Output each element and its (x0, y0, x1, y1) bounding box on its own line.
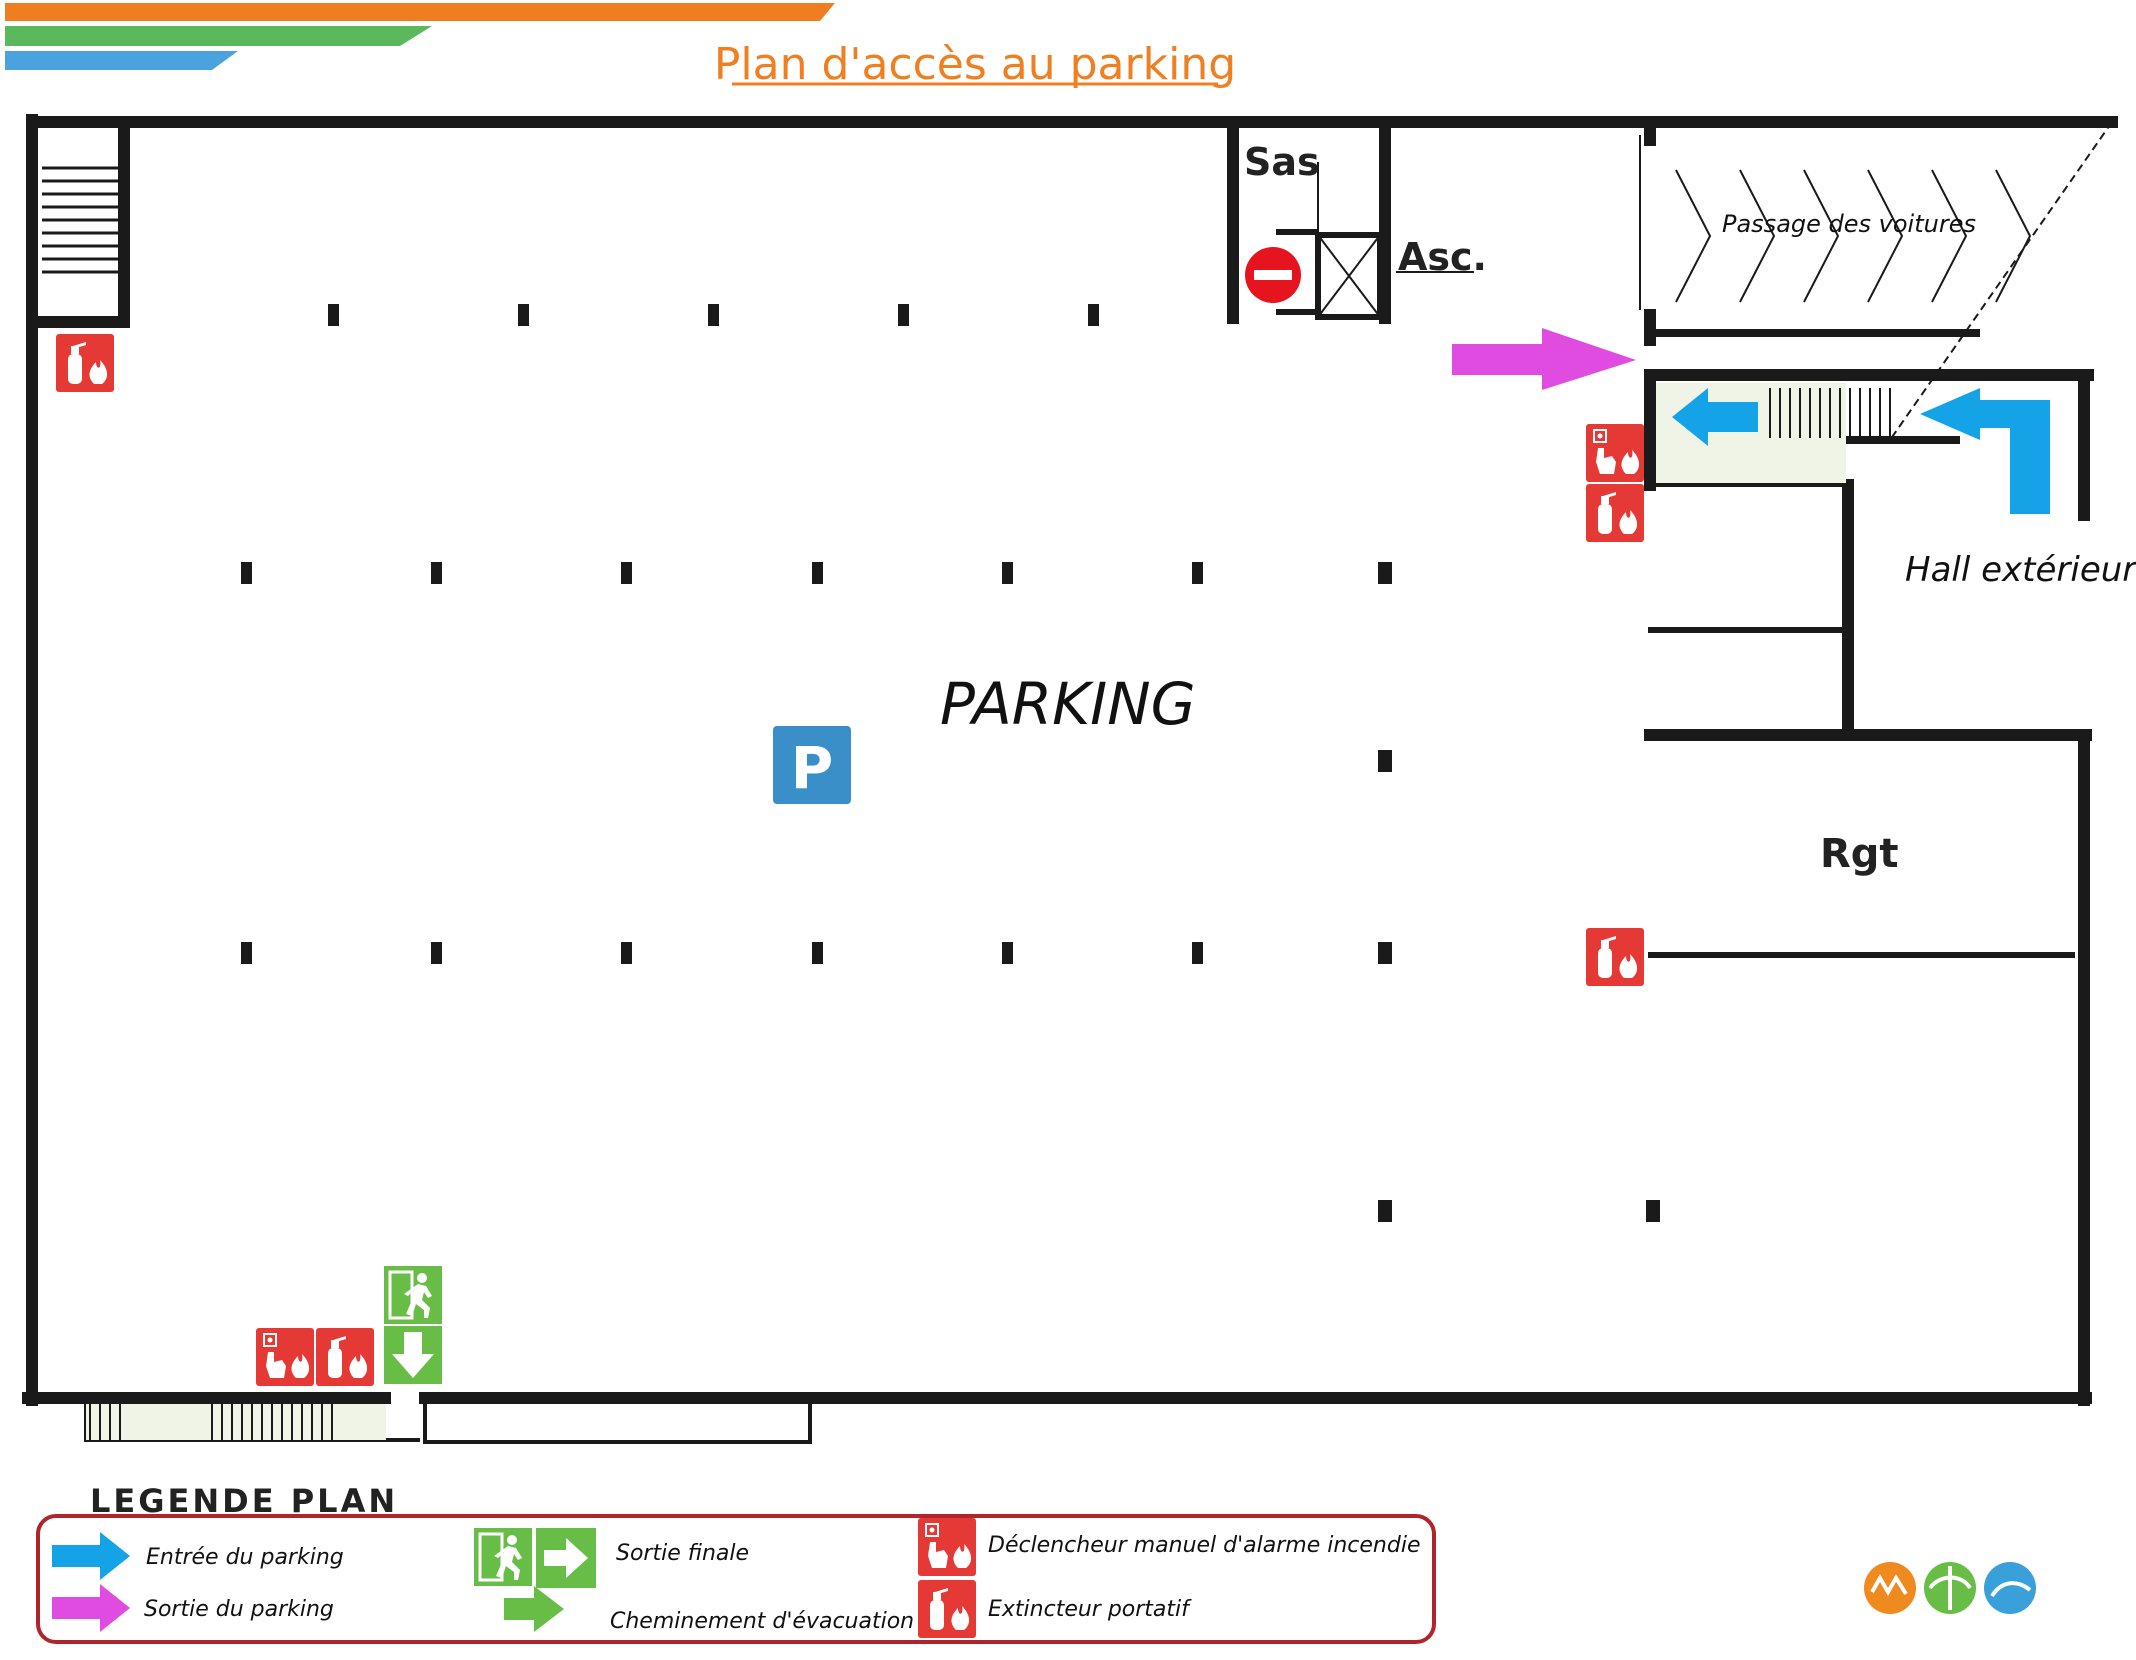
stripe-orange (5, 3, 835, 21)
hall-stairs (1656, 383, 1891, 483)
legend-entry-icon (52, 1532, 130, 1580)
stripe-green (5, 26, 432, 46)
legend-extincteur: Extincteur portatif (988, 1597, 1192, 1622)
parking-sign-icon: P (773, 726, 851, 804)
evacuation-arrow-right-icon (536, 1528, 596, 1588)
asc-label: Asc. (1398, 235, 1487, 279)
legend-declencheur: Déclencheur manuel d'alarme incendie (988, 1533, 1421, 1558)
manual-call-point-icon (255, 1327, 315, 1387)
fire-extinguisher-icon (1586, 928, 1644, 986)
fire-extinguisher-icon (1586, 484, 1644, 542)
fire-extinguisher-icon (316, 1328, 374, 1386)
club-logos-icon (1864, 1562, 2036, 1614)
fire-extinguisher-icon (918, 1580, 976, 1638)
annex-bottom (423, 1398, 812, 1444)
page-title: Plan d'accès au parking (714, 39, 1236, 90)
exit-arrow-plan (1452, 328, 1636, 390)
legend-cheminement: Cheminement d'évacuation (610, 1609, 914, 1634)
entry-arrow-plan-2 (1920, 388, 2050, 514)
legend-sortie: Sortie du parking (144, 1597, 334, 1622)
left-stairs (42, 166, 118, 274)
hall-label: Hall extérieur (1905, 550, 2136, 590)
elevator-cross-2 (1317, 234, 1381, 318)
no-entry-icon (1245, 247, 1301, 303)
entry-arrow-plan-1 (1672, 388, 1758, 446)
manual-call-point-icon (917, 1517, 977, 1577)
emergency-exit-icon (382, 1264, 444, 1326)
elevator-shaft (1315, 232, 1383, 320)
parking-label: PARKING (940, 670, 1196, 738)
legend-heading: LEGENDE PLAN (90, 1482, 398, 1520)
parking-sign-letter: P (791, 734, 834, 802)
stripe-blue (5, 51, 238, 70)
legend-evacuation-arrow-icon (504, 1586, 564, 1632)
lower-stairs (86, 1404, 386, 1440)
manual-call-point-icon (1585, 423, 1645, 483)
walls (22, 114, 2118, 1406)
evacuation-arrow-down-icon (384, 1326, 442, 1384)
sas-label: Sas (1244, 140, 1320, 184)
legend-box (36, 1514, 1436, 1644)
passage-label: Passage des voitures (1722, 210, 1976, 238)
pillars (241, 304, 1660, 1222)
fire-extinguisher-icon (56, 334, 114, 392)
sas-asc-block (1276, 162, 1474, 320)
passage-chevrons (1675, 169, 2032, 303)
legend-exit-icon (52, 1584, 130, 1632)
header-stripes (5, 3, 835, 70)
emergency-exit-icon (472, 1526, 534, 1588)
legend-sortie-finale: Sortie finale (616, 1541, 749, 1566)
legend-entree: Entrée du parking (146, 1545, 344, 1570)
rgt-label: Rgt (1820, 831, 1899, 877)
